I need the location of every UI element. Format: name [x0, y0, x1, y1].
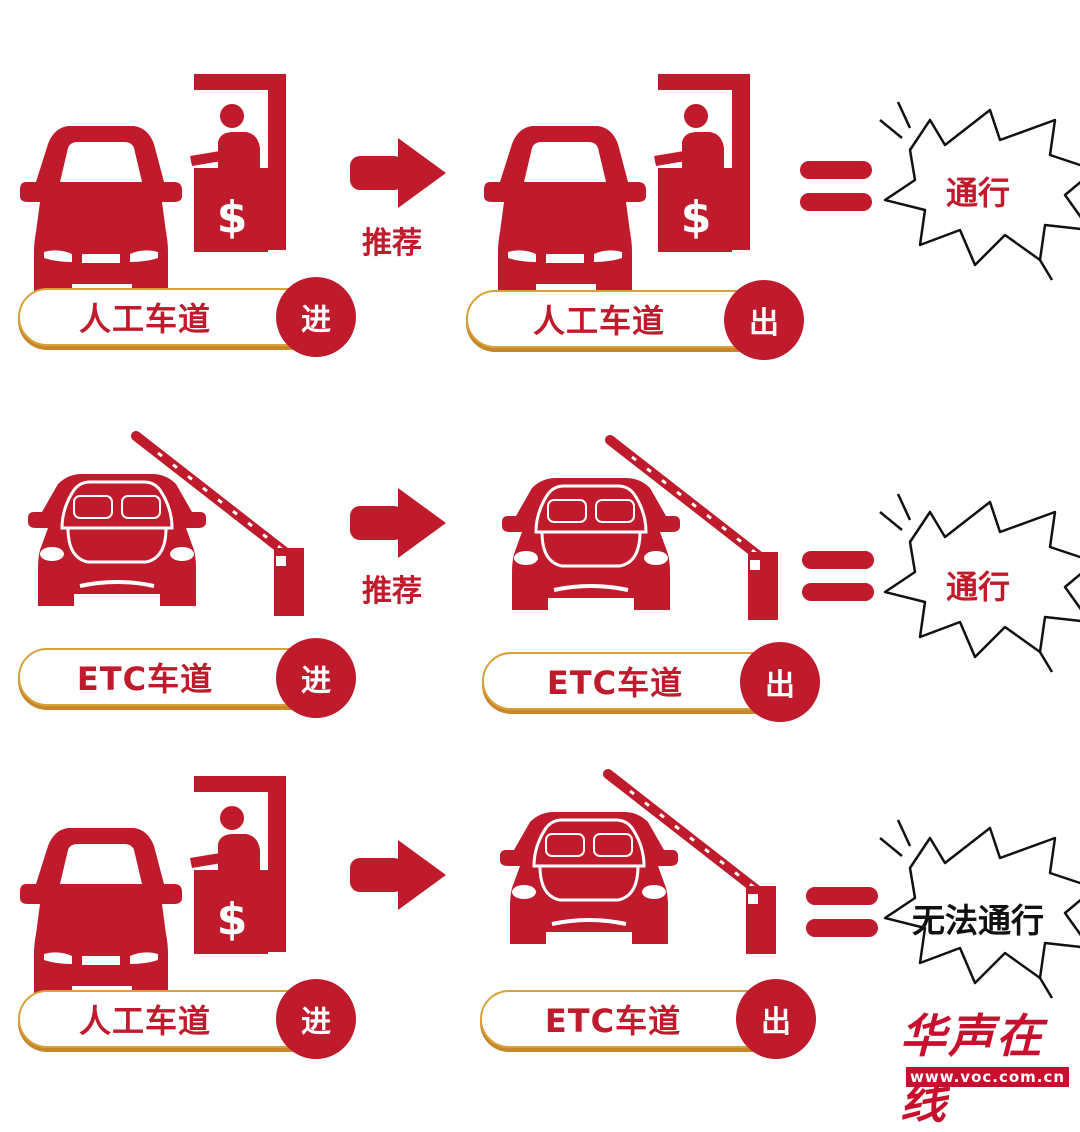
- manual-toll-booth-icon: [20, 776, 286, 1004]
- lane-label: 人工车道: [78, 300, 211, 338]
- equals-icon: [806, 887, 878, 937]
- entry-lane-pill: 人工车道: [18, 990, 318, 1048]
- lane-label: ETC车道: [544, 1002, 682, 1040]
- exit-badge: 出: [740, 642, 820, 722]
- lane-label: 人工车道: [532, 302, 665, 340]
- etc-barrier-gate-icon: [28, 428, 308, 618]
- entry-badge: 进: [276, 277, 356, 357]
- lane-label: ETC车道: [76, 660, 214, 698]
- arrow-right-icon: [350, 840, 446, 910]
- exit-lane-pill: 人工车道: [466, 290, 766, 348]
- exit-badge: 出: [736, 979, 816, 1059]
- result-text: 无法通行: [912, 901, 1044, 940]
- arrow-right-icon: [350, 138, 446, 208]
- manual-toll-booth-icon: [484, 74, 750, 302]
- entry-lane-pill: 人工车道: [18, 288, 318, 346]
- arrow-right-icon: [350, 488, 446, 558]
- equals-icon: [802, 551, 874, 601]
- exit-lane-pill: ETC车道: [480, 990, 780, 1048]
- lane-label: 人工车道: [78, 1002, 211, 1040]
- lane-label: ETC车道: [546, 664, 684, 702]
- entry-lane-pill: ETC车道: [18, 648, 318, 706]
- equals-icon: [800, 161, 872, 211]
- entry-badge: 进: [276, 638, 356, 718]
- exit-lane-pill: ETC车道: [482, 652, 782, 710]
- result-text: 通行: [946, 174, 1011, 212]
- entry-badge: 进: [276, 979, 356, 1059]
- site-logo: 华声在线: [900, 1009, 1044, 1129]
- result-text: 通行: [946, 568, 1011, 606]
- manual-toll-booth-icon: [20, 74, 286, 302]
- site-url: www.voc.com.cn: [906, 1067, 1070, 1087]
- etc-barrier-gate-icon: [502, 432, 782, 622]
- recommend-label: 推荐: [362, 226, 422, 261]
- exit-badge: 出: [724, 280, 804, 360]
- etc-barrier-gate-icon: [500, 766, 780, 956]
- recommend-label: 推荐: [362, 574, 422, 609]
